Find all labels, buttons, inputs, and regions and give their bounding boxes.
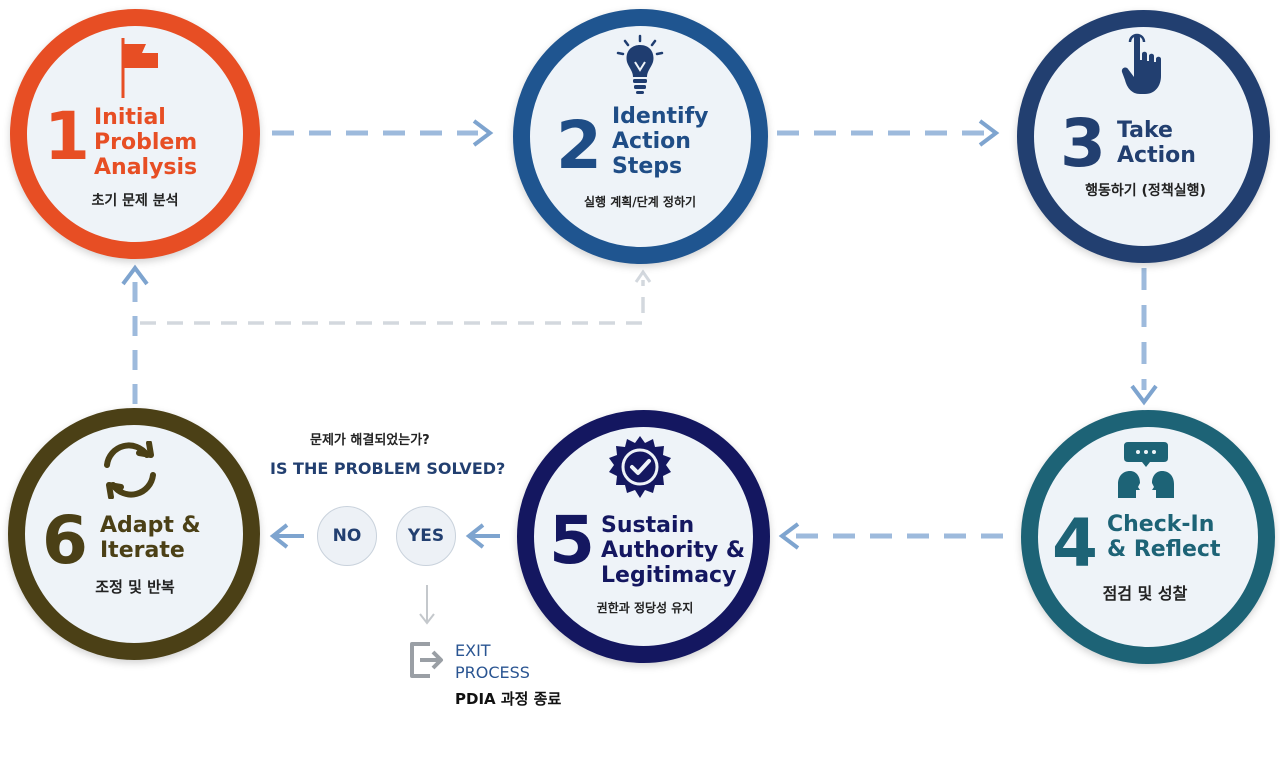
step-4-number: 4 — [1052, 505, 1098, 582]
arrow-yes-to-exit — [419, 585, 435, 625]
step-5-subtitle: 권한과 정당성 유지 — [596, 601, 694, 615]
arrow-step3-to-step4 — [1130, 268, 1158, 406]
step-1-subtitle: 초기 문제 분석 — [91, 193, 179, 209]
step-2-subtitle: 실행 계획/단계 정하기 — [583, 195, 697, 209]
step-5-number: 5 — [549, 502, 595, 579]
step-2-number: 2 — [556, 107, 602, 184]
pointing-hand-icon — [1121, 33, 1161, 94]
step-4-title: Check-In& Reflect — [1107, 512, 1221, 562]
exit-icon — [410, 642, 443, 678]
yes-option[interactable]: YES — [396, 506, 456, 566]
step-6-subtitle: 조정 및 반복 — [95, 578, 175, 596]
arrow-step1-to-step2 — [272, 119, 494, 147]
exit-label-kr: PDIA 과정 종료 — [455, 690, 562, 708]
discussion-icon — [1118, 442, 1174, 498]
step-4-subtitle: 점검 및 성찰 — [1102, 584, 1188, 603]
arrow-loop-to-step2 — [140, 269, 652, 325]
lightbulb-icon — [616, 34, 664, 94]
arrow-step6-to-step1 — [121, 264, 149, 404]
flag-icon — [121, 38, 158, 98]
arrow-no-to-step6 — [269, 523, 304, 549]
arrow-step4-to-step5 — [778, 522, 1003, 550]
arrow-step2-to-step3 — [777, 119, 1000, 147]
cycle-arrows-icon — [104, 441, 156, 499]
step-1-number: 1 — [44, 98, 90, 175]
badge-check-icon — [609, 436, 671, 498]
arrow-step5-to-yes — [465, 523, 500, 549]
step-6-number: 6 — [42, 502, 88, 579]
decision-question-kr: 문제가 해결되었는가? — [310, 433, 430, 448]
decision-question-en: IS THE PROBLEM SOLVED? — [270, 459, 506, 478]
step-3-subtitle: 행동하기 (정책실행) — [1085, 183, 1206, 199]
step-3-number: 3 — [1060, 105, 1106, 182]
step-6-title: Adapt &Iterate — [100, 513, 201, 563]
no-option[interactable]: NO — [317, 506, 377, 566]
